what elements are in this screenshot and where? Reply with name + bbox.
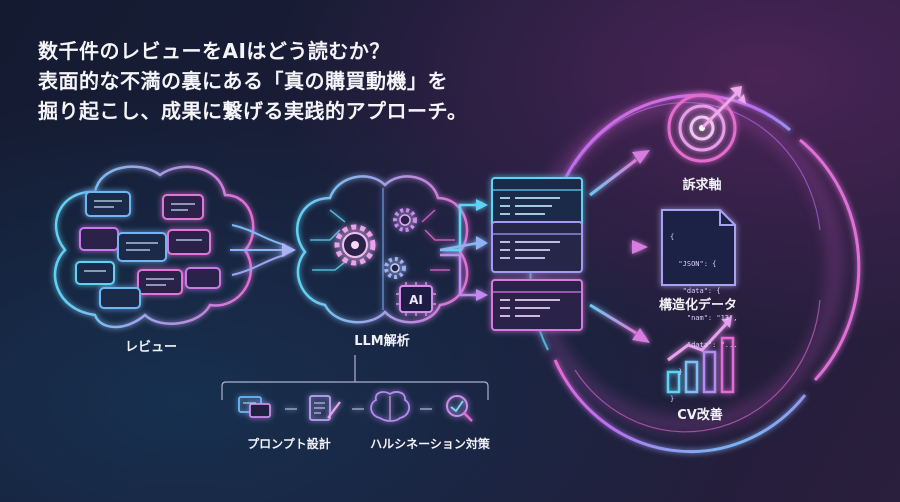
llm-to-panels-arrows (439, 199, 488, 301)
gear-icon (334, 224, 376, 266)
prompt-design-label: プロンプト設計 (247, 437, 331, 451)
growth-chart-icon (666, 316, 735, 394)
technique-icons (238, 391, 473, 422)
headline: 数千件のレビューをAIはどう読むか？ 表面的な不満の裏にある「真の購買動機」を … (38, 36, 468, 126)
structured-data-label: 構造化データ (658, 298, 738, 313)
json-line: "JSON": { (670, 260, 717, 268)
json-line: } (670, 368, 683, 376)
ai-chip-label: AI (409, 293, 423, 307)
reviews-brain-icon (53, 165, 255, 329)
hallucination-countermeasure-label: ハルシネーション対策 (370, 437, 490, 451)
data-panel-2 (491, 221, 583, 273)
headline-line-1: 数千件のレビューをAIはどう読むか？ (38, 39, 390, 63)
edit-document-icon (309, 395, 341, 421)
technique-bracket (221, 355, 489, 400)
llm-analysis-label: LLM解析 (354, 334, 410, 349)
reviews-label: レビュー (124, 340, 178, 355)
target-icon (667, 86, 746, 163)
ai-chip-icon: AI (396, 282, 436, 316)
json-line: "nam": "13", (670, 314, 738, 322)
small-gear-icon (384, 208, 417, 279)
headline-line-2: 表面的な不満の裏にある「真の購買動機」を (38, 69, 448, 93)
data-panel-3 (491, 279, 583, 331)
review-bubbles (75, 191, 221, 309)
json-document-text: { "JSON": { "data": { "nam": "13", "data… (670, 215, 737, 413)
json-line: "data": { (670, 287, 721, 295)
magnifier-check-icon (446, 395, 473, 422)
json-line: } (670, 395, 675, 403)
brain-icon (370, 391, 411, 422)
json-document-icon (661, 209, 736, 286)
appeal-axis-label: 訴求軸 (682, 178, 722, 193)
reviews-to-llm-arrows (230, 224, 296, 276)
headline-line-3: 掘り起こし、成果に繋げる実践的アプローチ。 (38, 99, 468, 123)
json-line: "data": "... (670, 341, 738, 349)
json-line: { (670, 233, 675, 241)
chat-bubble-icon (238, 396, 271, 418)
structured-panels (491, 177, 583, 331)
cv-improvement-label: CV改善 (677, 408, 723, 423)
panels-to-outputs-arrows (589, 150, 650, 343)
llm-brain-icon (295, 175, 469, 324)
